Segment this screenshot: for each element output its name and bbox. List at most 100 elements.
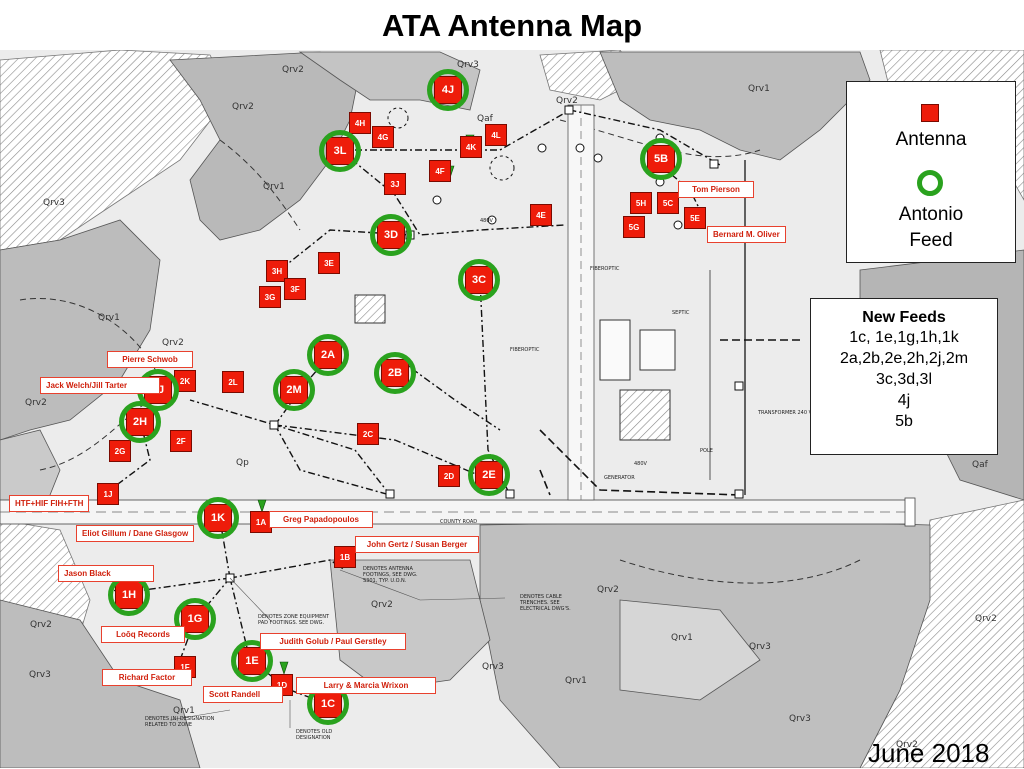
antenna-3j[interactable]: 3J <box>384 173 406 195</box>
owner-label: Greg Papadopoulos <box>269 511 373 528</box>
feed-legend-ring <box>917 170 943 196</box>
map-label: Qrv3 <box>482 662 504 672</box>
antenna-2d[interactable]: 2D <box>438 465 460 487</box>
terrain-region <box>599 51 871 161</box>
owner-label: Tom Pierson <box>678 181 754 198</box>
map-label: Qp <box>236 458 249 468</box>
owner-label: Larry & Marcia Wrixon <box>296 677 436 694</box>
owner-label: Scott Randell <box>203 686 283 703</box>
owner-label: Bernard M. Oliver <box>707 226 786 243</box>
antenna-1b[interactable]: 1B <box>334 546 356 568</box>
feed-ring-2h <box>119 401 161 443</box>
new-feeds-heading: New Feeds <box>862 309 946 326</box>
map-label: Qrv3 <box>43 198 65 208</box>
antenna-4l[interactable]: 4L <box>485 124 507 146</box>
map-label: Qrv2 <box>30 620 52 630</box>
map-label: Qrv2 <box>25 398 47 408</box>
antenna-3e[interactable]: 3E <box>318 252 340 274</box>
map-label: Qrv2 <box>232 102 254 112</box>
map-label: Qrv2 <box>371 600 393 610</box>
survey-note: FIBEROPTIC <box>590 266 620 272</box>
antenna-1j[interactable]: 1J <box>97 483 119 505</box>
feed-ring-3d <box>370 214 412 256</box>
map-label: Qrv1 <box>748 84 770 94</box>
feed-ring-5b <box>640 138 682 180</box>
map-label: Qrv3 <box>457 60 479 70</box>
antenna-4g[interactable]: 4G <box>372 126 394 148</box>
new-feeds-line: 3c,3d,3l <box>875 371 933 388</box>
map-label: Qrv2 <box>162 338 184 348</box>
feed-ring-2b <box>374 352 416 394</box>
antenna-5c[interactable]: 5C <box>657 192 679 214</box>
antenna-legend-label: Antenna <box>895 129 967 150</box>
survey-note: FIBEROPTIC <box>510 347 540 353</box>
map-label: Qrv2 <box>282 65 304 75</box>
date-label: June 2018 <box>868 738 990 768</box>
antenna-5h[interactable]: 5H <box>630 192 652 214</box>
antenna-3h[interactable]: 3H <box>266 260 288 282</box>
feed-ring-2m <box>273 369 315 411</box>
new-feeds-line: 1c, 1e,1g,1h,1k <box>849 329 959 346</box>
terrain-region <box>0 599 201 768</box>
new-feeds-line: 4j <box>897 392 911 409</box>
survey-note: GENERATOR <box>604 475 635 481</box>
feed-ring-1g <box>174 598 216 640</box>
antenna-3g[interactable]: 3G <box>259 286 281 308</box>
map-label: Qrv3 <box>789 714 811 724</box>
feed-legend-label: Antonio Feed <box>847 202 1015 254</box>
map-label: Qrv2 <box>556 96 578 106</box>
survey-note: 480V <box>480 218 493 224</box>
feed-ring-3c <box>458 259 500 301</box>
terrain-region <box>329 559 491 691</box>
map-label: Qrv1 <box>263 182 285 192</box>
new-feeds-line: 5b <box>895 413 913 430</box>
survey-note: 480V <box>634 461 647 467</box>
survey-note: DENOTES (N) DESIGNATION RELATED TO ZONE <box>145 716 215 728</box>
antenna-5g[interactable]: 5G <box>623 216 645 238</box>
antenna-5e[interactable]: 5E <box>684 207 706 229</box>
map-label: Qrv1 <box>173 706 195 716</box>
antenna-4f[interactable]: 4F <box>429 160 451 182</box>
map-label: Qrv2 <box>597 585 619 595</box>
antenna-2l[interactable]: 2L <box>222 371 244 393</box>
terrain-region <box>619 599 761 701</box>
survey-note: DENOTES OLD DESIGNATION <box>296 729 333 741</box>
antenna-legend-swatch <box>921 104 939 122</box>
feed-ring-3l <box>319 130 361 172</box>
map-label: Qrv1 <box>671 633 693 643</box>
survey-note: DENOTES ZONE EQUIPMENT PAD FOOTINGS. SEE… <box>258 614 330 626</box>
survey-note: DENOTES ANTENNA FOOTINGS, SEE DWG. S301,… <box>363 566 418 584</box>
map-label: Qaf <box>477 114 493 124</box>
antenna-2c[interactable]: 2C <box>357 423 379 445</box>
map-label: Qaf <box>972 460 988 470</box>
owner-label: Judith Golub / Paul Gerstley <box>260 633 406 650</box>
feed-legend-label-line2: Feed <box>909 230 953 251</box>
antenna-4h[interactable]: 4H <box>349 112 371 134</box>
feed-ring-2e <box>468 454 510 496</box>
owner-label: Pierre Schwob <box>107 351 193 368</box>
map-title: ATA Antenna Map <box>381 8 643 43</box>
survey-note: TRANSFORMER 240 V <box>758 410 813 416</box>
antenna-2k[interactable]: 2K <box>174 370 196 392</box>
new-feeds-box: New Feeds 1c, 1e,1g,1h,1k 2a,2b,2e,2h,2j… <box>810 298 998 455</box>
antenna-2g[interactable]: 2G <box>109 440 131 462</box>
antenna-4k[interactable]: 4K <box>460 136 482 158</box>
map-label: Qrv2 <box>975 614 997 624</box>
antenna-2f[interactable]: 2F <box>170 430 192 452</box>
survey-note: POLE <box>700 448 713 454</box>
owner-label: Jason Black <box>58 565 154 582</box>
owner-label: John Gertz / Susan Berger <box>355 536 479 553</box>
new-feeds-line: 2a,2b,2e,2h,2j,2m <box>839 350 969 367</box>
map-label: Qrv1 <box>565 676 587 686</box>
owner-label: Jack Welch/Jill Tarter <box>40 377 160 394</box>
survey-note: SEPTIC <box>672 310 690 316</box>
legend: Antenna Antonio Feed <box>846 81 1016 263</box>
feed-ring-1k <box>197 497 239 539</box>
antenna-4e[interactable]: 4E <box>530 204 552 226</box>
map-label: Qrv1 <box>98 313 120 323</box>
map-label: Qrv3 <box>29 670 51 680</box>
feed-ring-1e <box>231 640 273 682</box>
survey-note: COUNTY ROAD <box>440 519 478 525</box>
antenna-3f[interactable]: 3F <box>284 278 306 300</box>
map-label: Qrv3 <box>749 642 771 652</box>
